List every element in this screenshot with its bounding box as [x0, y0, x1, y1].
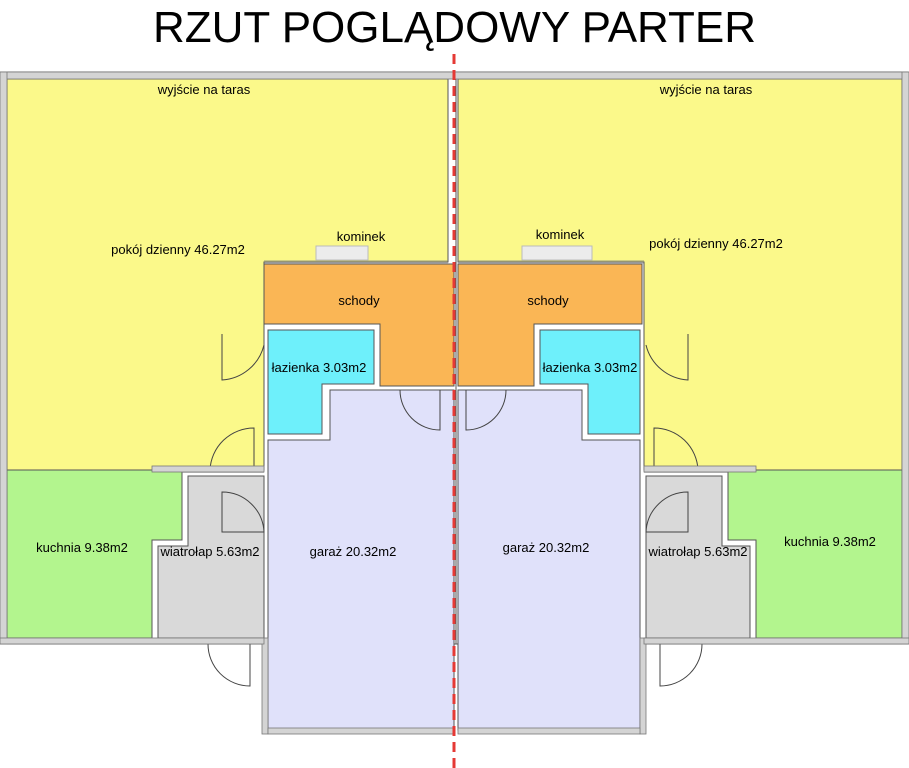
left-door-icon: [221, 334, 265, 381]
right-bathroom-area: [539, 329, 641, 435]
left-garage-wall: [261, 637, 269, 735]
left-garage-label: garaż 20.32m2: [310, 544, 397, 559]
right-stairs-area: [457, 263, 643, 387]
right-vestibule-label: wiatrołap 5.63m2: [648, 544, 748, 559]
left-unit: wyjście na taras pokój dzienny 46.27m2 k…: [0, 71, 457, 735]
left-kitchen-label: kuchnia 9.38m2: [36, 540, 128, 555]
left-fireplace-label: kominek: [337, 229, 386, 244]
page-title: RZUT POGLĄDOWY PARTER: [152, 3, 757, 52]
bottom-wall-left: [0, 637, 265, 645]
left-fireplace: [315, 245, 369, 261]
right-door-icon: [645, 491, 689, 533]
right-bathroom-label: łazienka 3.03m2: [543, 360, 638, 375]
right-living-room-label: pokój dzienny 46.27m2: [649, 236, 783, 251]
right-garage-wall: [639, 637, 647, 735]
right-kitchen-area: [727, 469, 903, 639]
right-door-icon: [659, 643, 703, 687]
right-kitchen-label: kuchnia 9.38m2: [784, 534, 876, 549]
inner-wall: [643, 465, 757, 473]
left-vestibule-label: wiatrołap 5.63m2: [160, 544, 260, 559]
right-unit: wyjście na taras pokój dzienny 46.27m2 k…: [455, 71, 909, 735]
right-terrace-exit-label: wyjście na taras: [659, 82, 753, 97]
left-bathroom-label: łazienka 3.03m2: [272, 360, 367, 375]
left-garage-area: [267, 389, 455, 731]
left-wall: [0, 71, 8, 645]
left-stairs-label: schody: [338, 293, 380, 308]
inner-wall: [151, 465, 265, 473]
right-door-icon: [645, 334, 689, 381]
left-door-icon: [221, 491, 265, 533]
right-door-icon: [465, 389, 507, 431]
left-bathroom-area: [267, 329, 375, 435]
left-door-icon: [207, 643, 251, 687]
left-door-icon: [399, 389, 441, 431]
left-terrace-exit-label: wyjście na taras: [157, 82, 251, 97]
right-garage-label: garaż 20.32m2: [503, 540, 590, 555]
bottom-wall-right: [643, 637, 909, 645]
left-living-room-label: pokój dzienny 46.27m2: [111, 242, 245, 257]
right-stairs-label: schody: [527, 293, 569, 308]
right-door-icon: [653, 427, 699, 471]
left-garage-wall: [267, 727, 455, 735]
right-wall: [901, 71, 909, 645]
right-garage-wall: [457, 727, 641, 735]
right-garage-area: [457, 389, 641, 731]
right-fireplace-label: kominek: [536, 227, 585, 242]
right-fireplace: [521, 245, 593, 261]
left-door-icon: [209, 427, 255, 471]
